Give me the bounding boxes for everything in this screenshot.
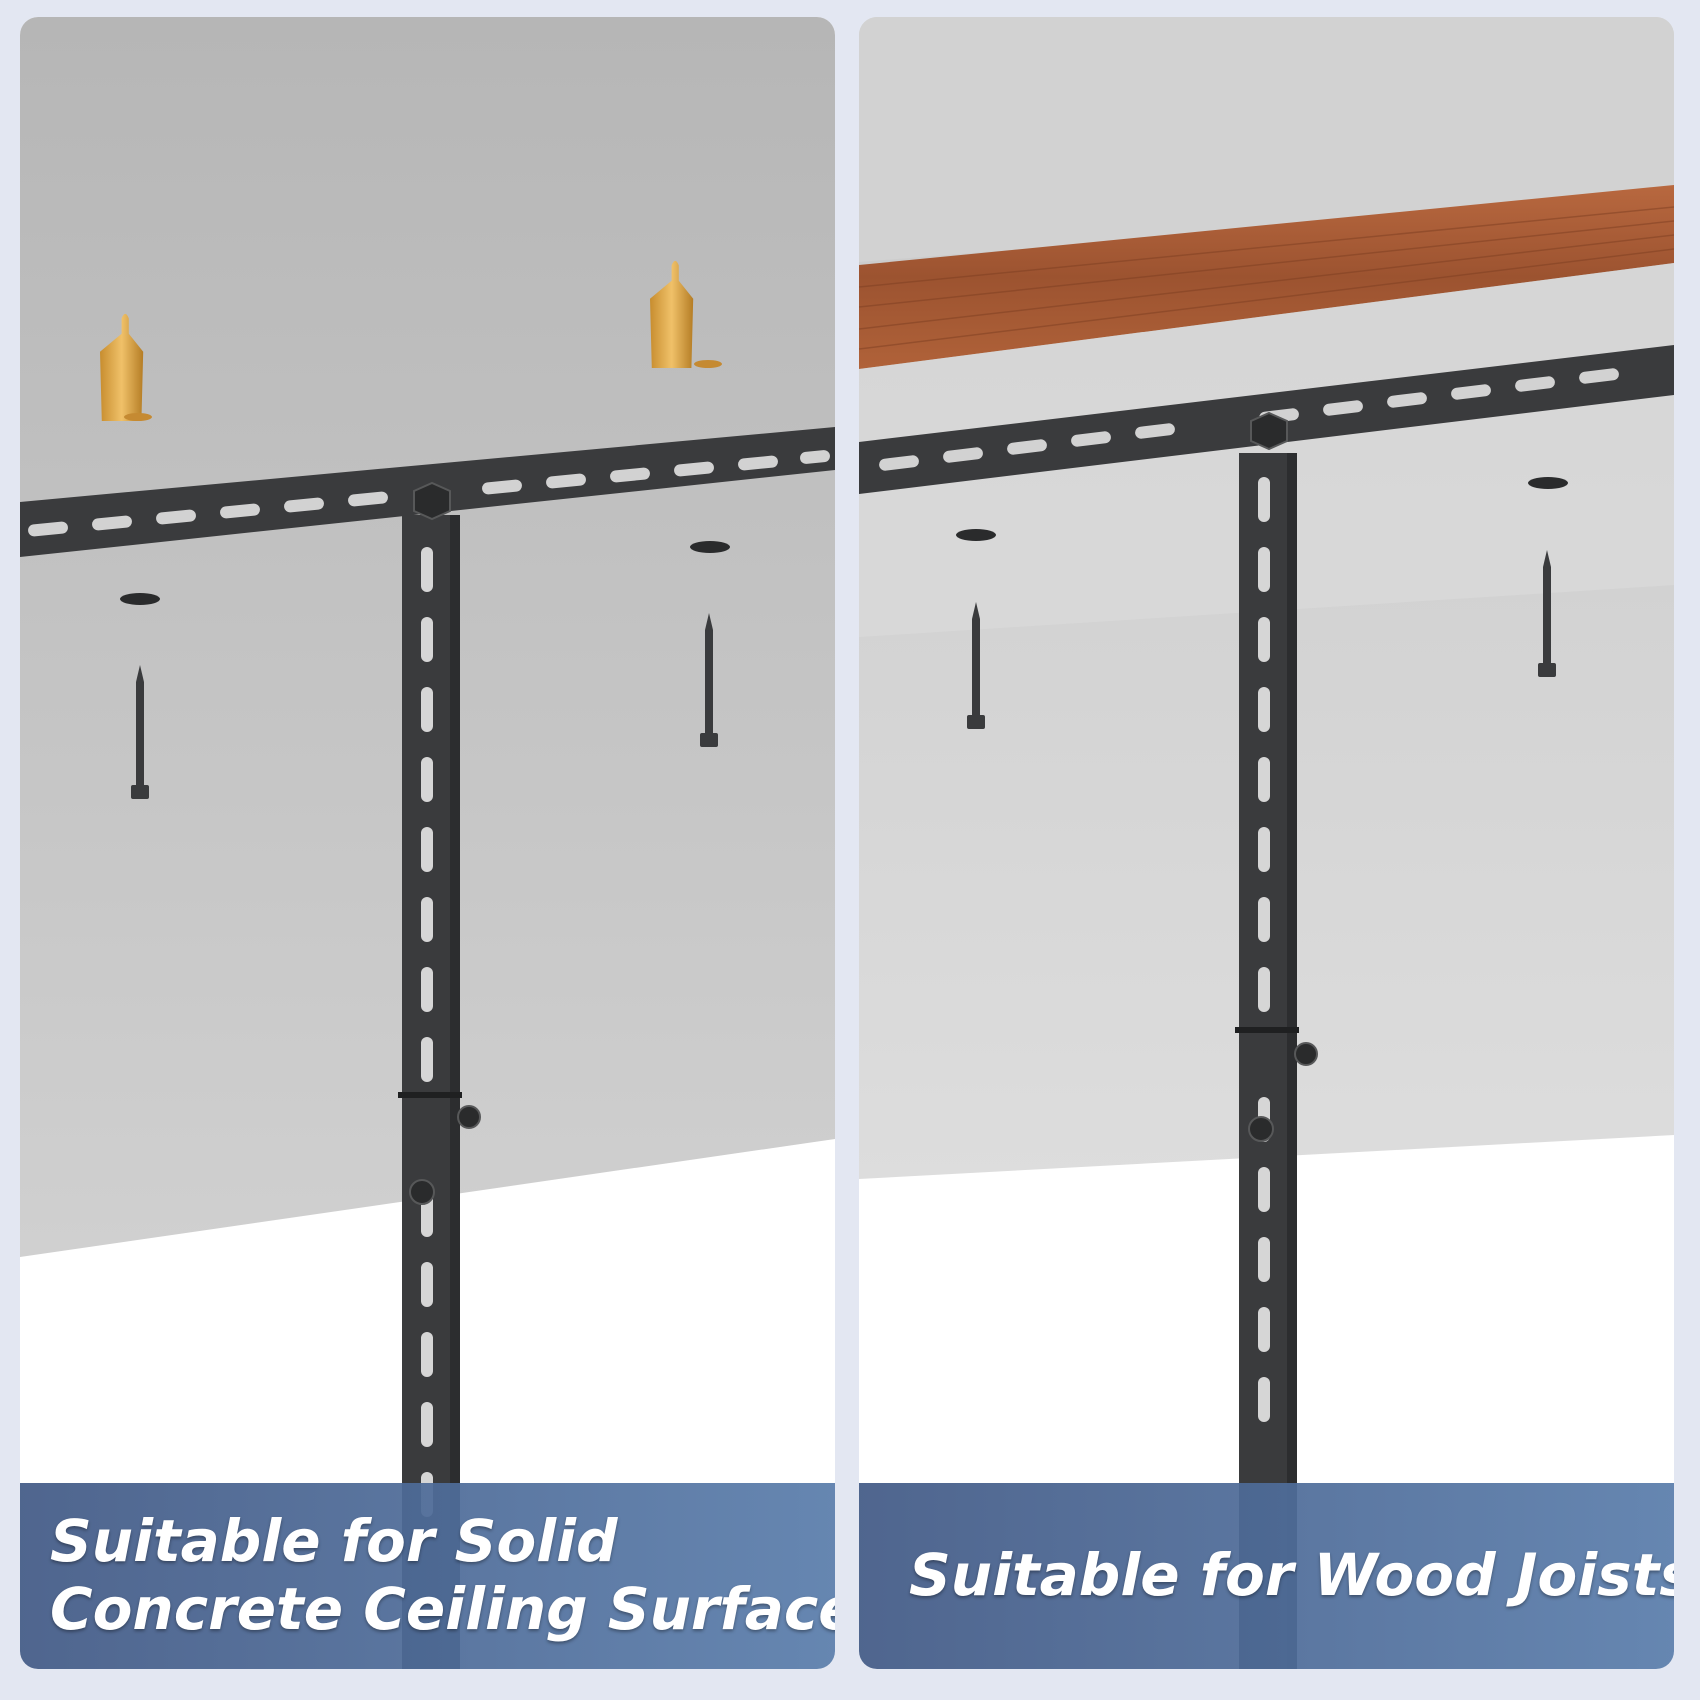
washer-right bbox=[1528, 477, 1568, 489]
concrete-ceiling-scene bbox=[20, 17, 835, 1669]
vertical-pole bbox=[1235, 411, 1318, 1669]
pole-bolts bbox=[409, 481, 481, 1205]
wall-anchor-left bbox=[100, 313, 152, 422]
caption-concrete-line2: Concrete Ceiling Surfaces bbox=[50, 1575, 835, 1643]
lag-screw-left bbox=[131, 665, 149, 799]
vertical-pole bbox=[398, 481, 481, 1669]
caption-concrete-line1: Suitable for Solid bbox=[50, 1507, 618, 1575]
caption-bar-left bbox=[20, 1483, 835, 1669]
wood-joist bbox=[859, 185, 1674, 637]
lag-screw-right bbox=[1538, 550, 1556, 677]
pole-bolts bbox=[1248, 411, 1318, 1142]
lag-screw-left bbox=[967, 602, 985, 729]
lag-screw-right bbox=[700, 613, 718, 747]
wood-joist-scene bbox=[859, 17, 1674, 1669]
caption-wood-joists: Suitable for Wood Joists bbox=[909, 1541, 1674, 1609]
caption-bar-right bbox=[859, 1483, 1674, 1669]
wall-anchor-right bbox=[650, 260, 722, 369]
washer-left bbox=[120, 593, 160, 605]
washer-left bbox=[956, 529, 996, 541]
panel-wood-joist: Suitable for Wood Joists bbox=[859, 17, 1674, 1669]
panel-concrete-ceiling: Suitable for Solid Concrete Ceiling Surf… bbox=[20, 17, 835, 1669]
washer-right bbox=[690, 541, 730, 553]
